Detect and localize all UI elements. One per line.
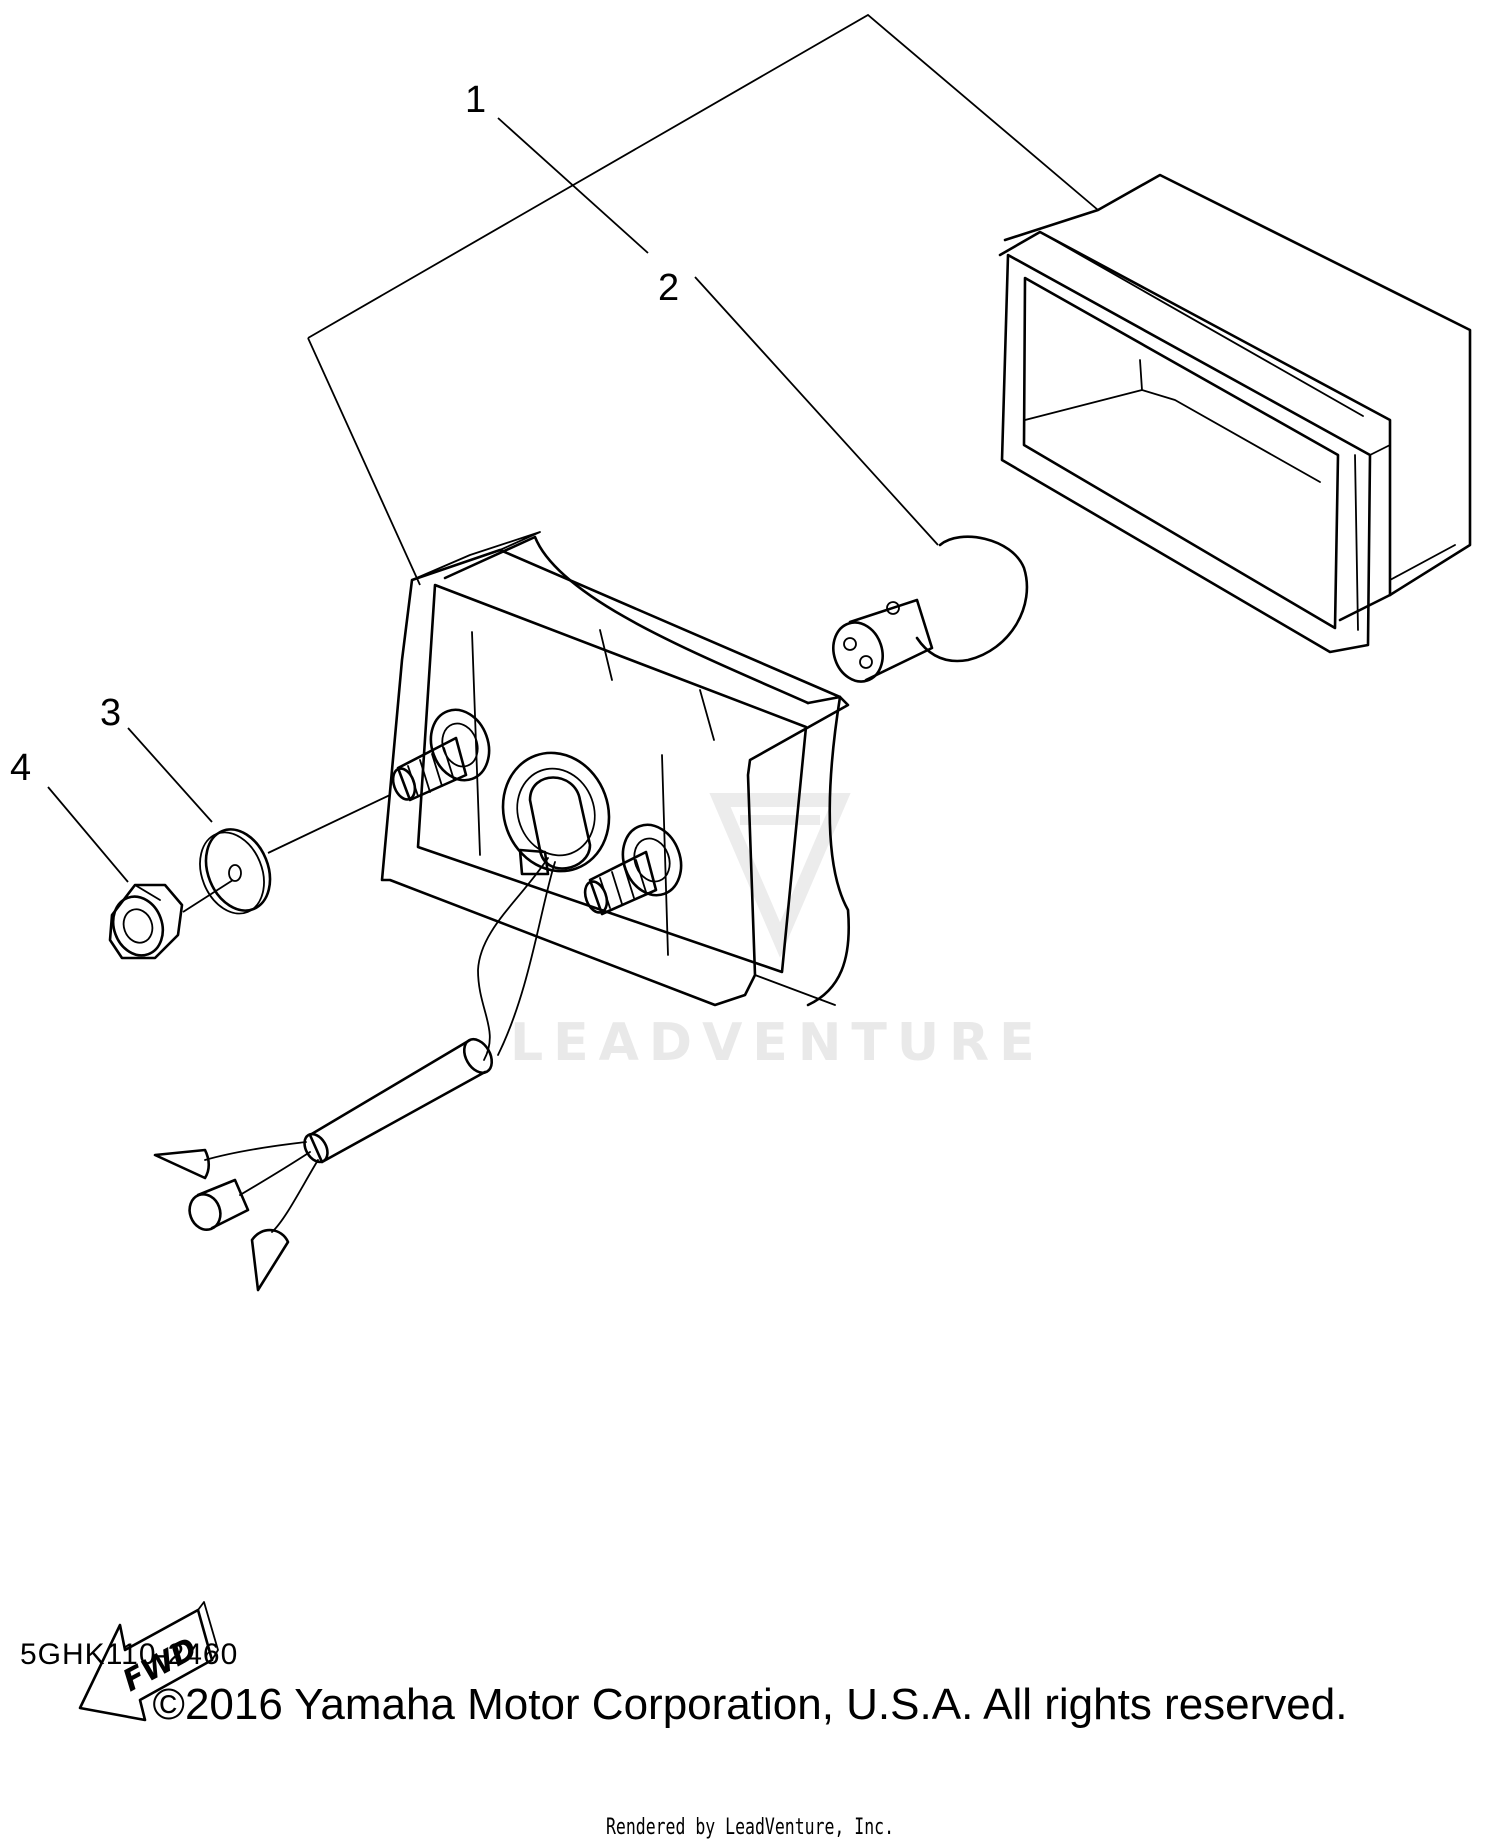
taillight-lens	[998, 173, 1472, 654]
callout-3: 3	[100, 692, 121, 734]
callout-4: 4	[10, 747, 31, 789]
mounting-studs	[391, 708, 683, 916]
watermark-text: LEADVENTURE	[510, 1013, 1045, 1073]
taillight-housing	[380, 531, 850, 1007]
washer	[199, 828, 272, 915]
wire-connectors	[153, 1148, 290, 1292]
diagram-code: 5GHK110-2460	[20, 1638, 239, 1671]
leader-lines	[47, 13, 1099, 913]
flange-nut	[108, 883, 184, 960]
callout-2: 2	[658, 267, 679, 309]
leadventure-watermark: LEADVENTURE	[510, 793, 1045, 1073]
bulb	[832, 535, 1029, 683]
bulb-socket	[501, 751, 611, 876]
copyright-notice: ©2016 Yamaha Motor Corporation, U.S.A. A…	[152, 1680, 1348, 1729]
wiring-harness	[204, 857, 556, 1233]
callout-1: 1	[465, 79, 486, 121]
rendered-by-notice: Rendered by LeadVenture, Inc.	[605, 1815, 895, 1840]
